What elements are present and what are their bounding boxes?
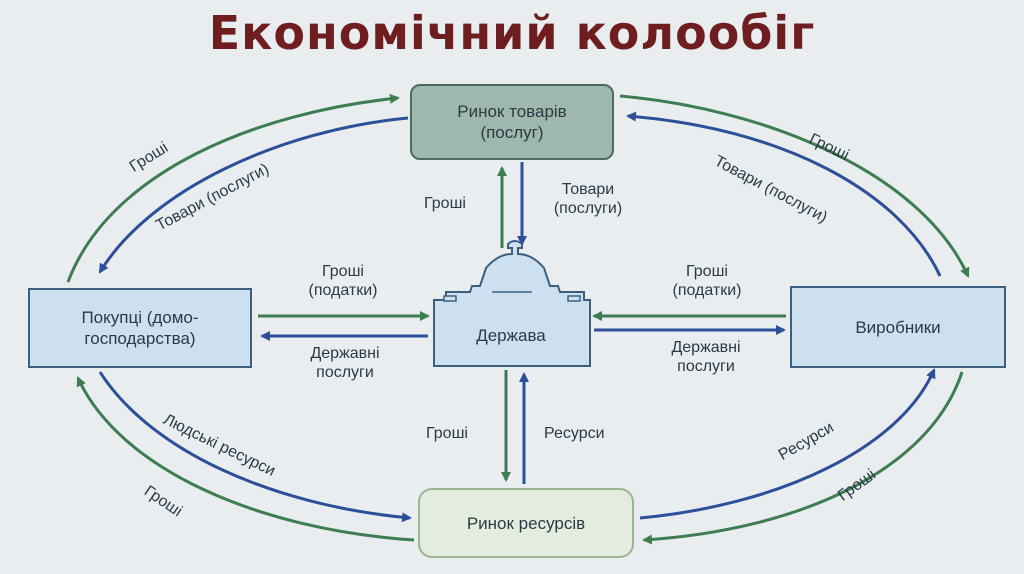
label-goods-center-down: Товари (послуги) bbox=[553, 181, 623, 217]
arrow-human-resources bbox=[98, 371, 412, 523]
label-money-center-up: Гроші bbox=[424, 195, 466, 212]
buyers-node: Покупці (домо-господарства) bbox=[28, 288, 252, 368]
arrow-money-goods-to-producers bbox=[619, 94, 970, 278]
label-money-center-down: Гроші bbox=[426, 425, 468, 442]
label-resources-center-up: Ресурси bbox=[544, 425, 605, 442]
arrow-money-resources-to-buyers bbox=[76, 376, 415, 542]
arrow-money-producers-to-resources bbox=[642, 371, 964, 545]
diagram-title: Економічний колообіг bbox=[208, 6, 816, 60]
resources-market-node: Ринок ресурсів bbox=[418, 488, 634, 558]
state-label: Держава bbox=[476, 326, 546, 345]
resources-market-label: Ринок ресурсів bbox=[466, 513, 586, 533]
label-services-left: Державні послуги bbox=[310, 345, 380, 381]
goods-market-node: Ринок товарів (послуг) bbox=[410, 84, 614, 160]
label-taxes-left: Гроші (податки) bbox=[308, 263, 378, 299]
arrow-goods-producers-to-goods bbox=[626, 111, 942, 277]
producers-node: Виробники bbox=[790, 286, 1006, 368]
goods-market-label: Ринок товарів (послуг) bbox=[457, 102, 567, 142]
buyers-label: Покупці (домо-господарства) bbox=[81, 308, 199, 348]
arrow-resources-to-producers bbox=[639, 368, 936, 520]
producers-label: Виробники bbox=[855, 317, 941, 337]
arrow-money-buyers-to-goods bbox=[66, 93, 400, 283]
label-services-right: Державні послуги bbox=[671, 339, 741, 375]
state-building-icon bbox=[433, 240, 591, 367]
label-taxes-right: Гроші (податки) bbox=[672, 263, 742, 299]
arrow-goods-to-buyers bbox=[98, 116, 409, 274]
